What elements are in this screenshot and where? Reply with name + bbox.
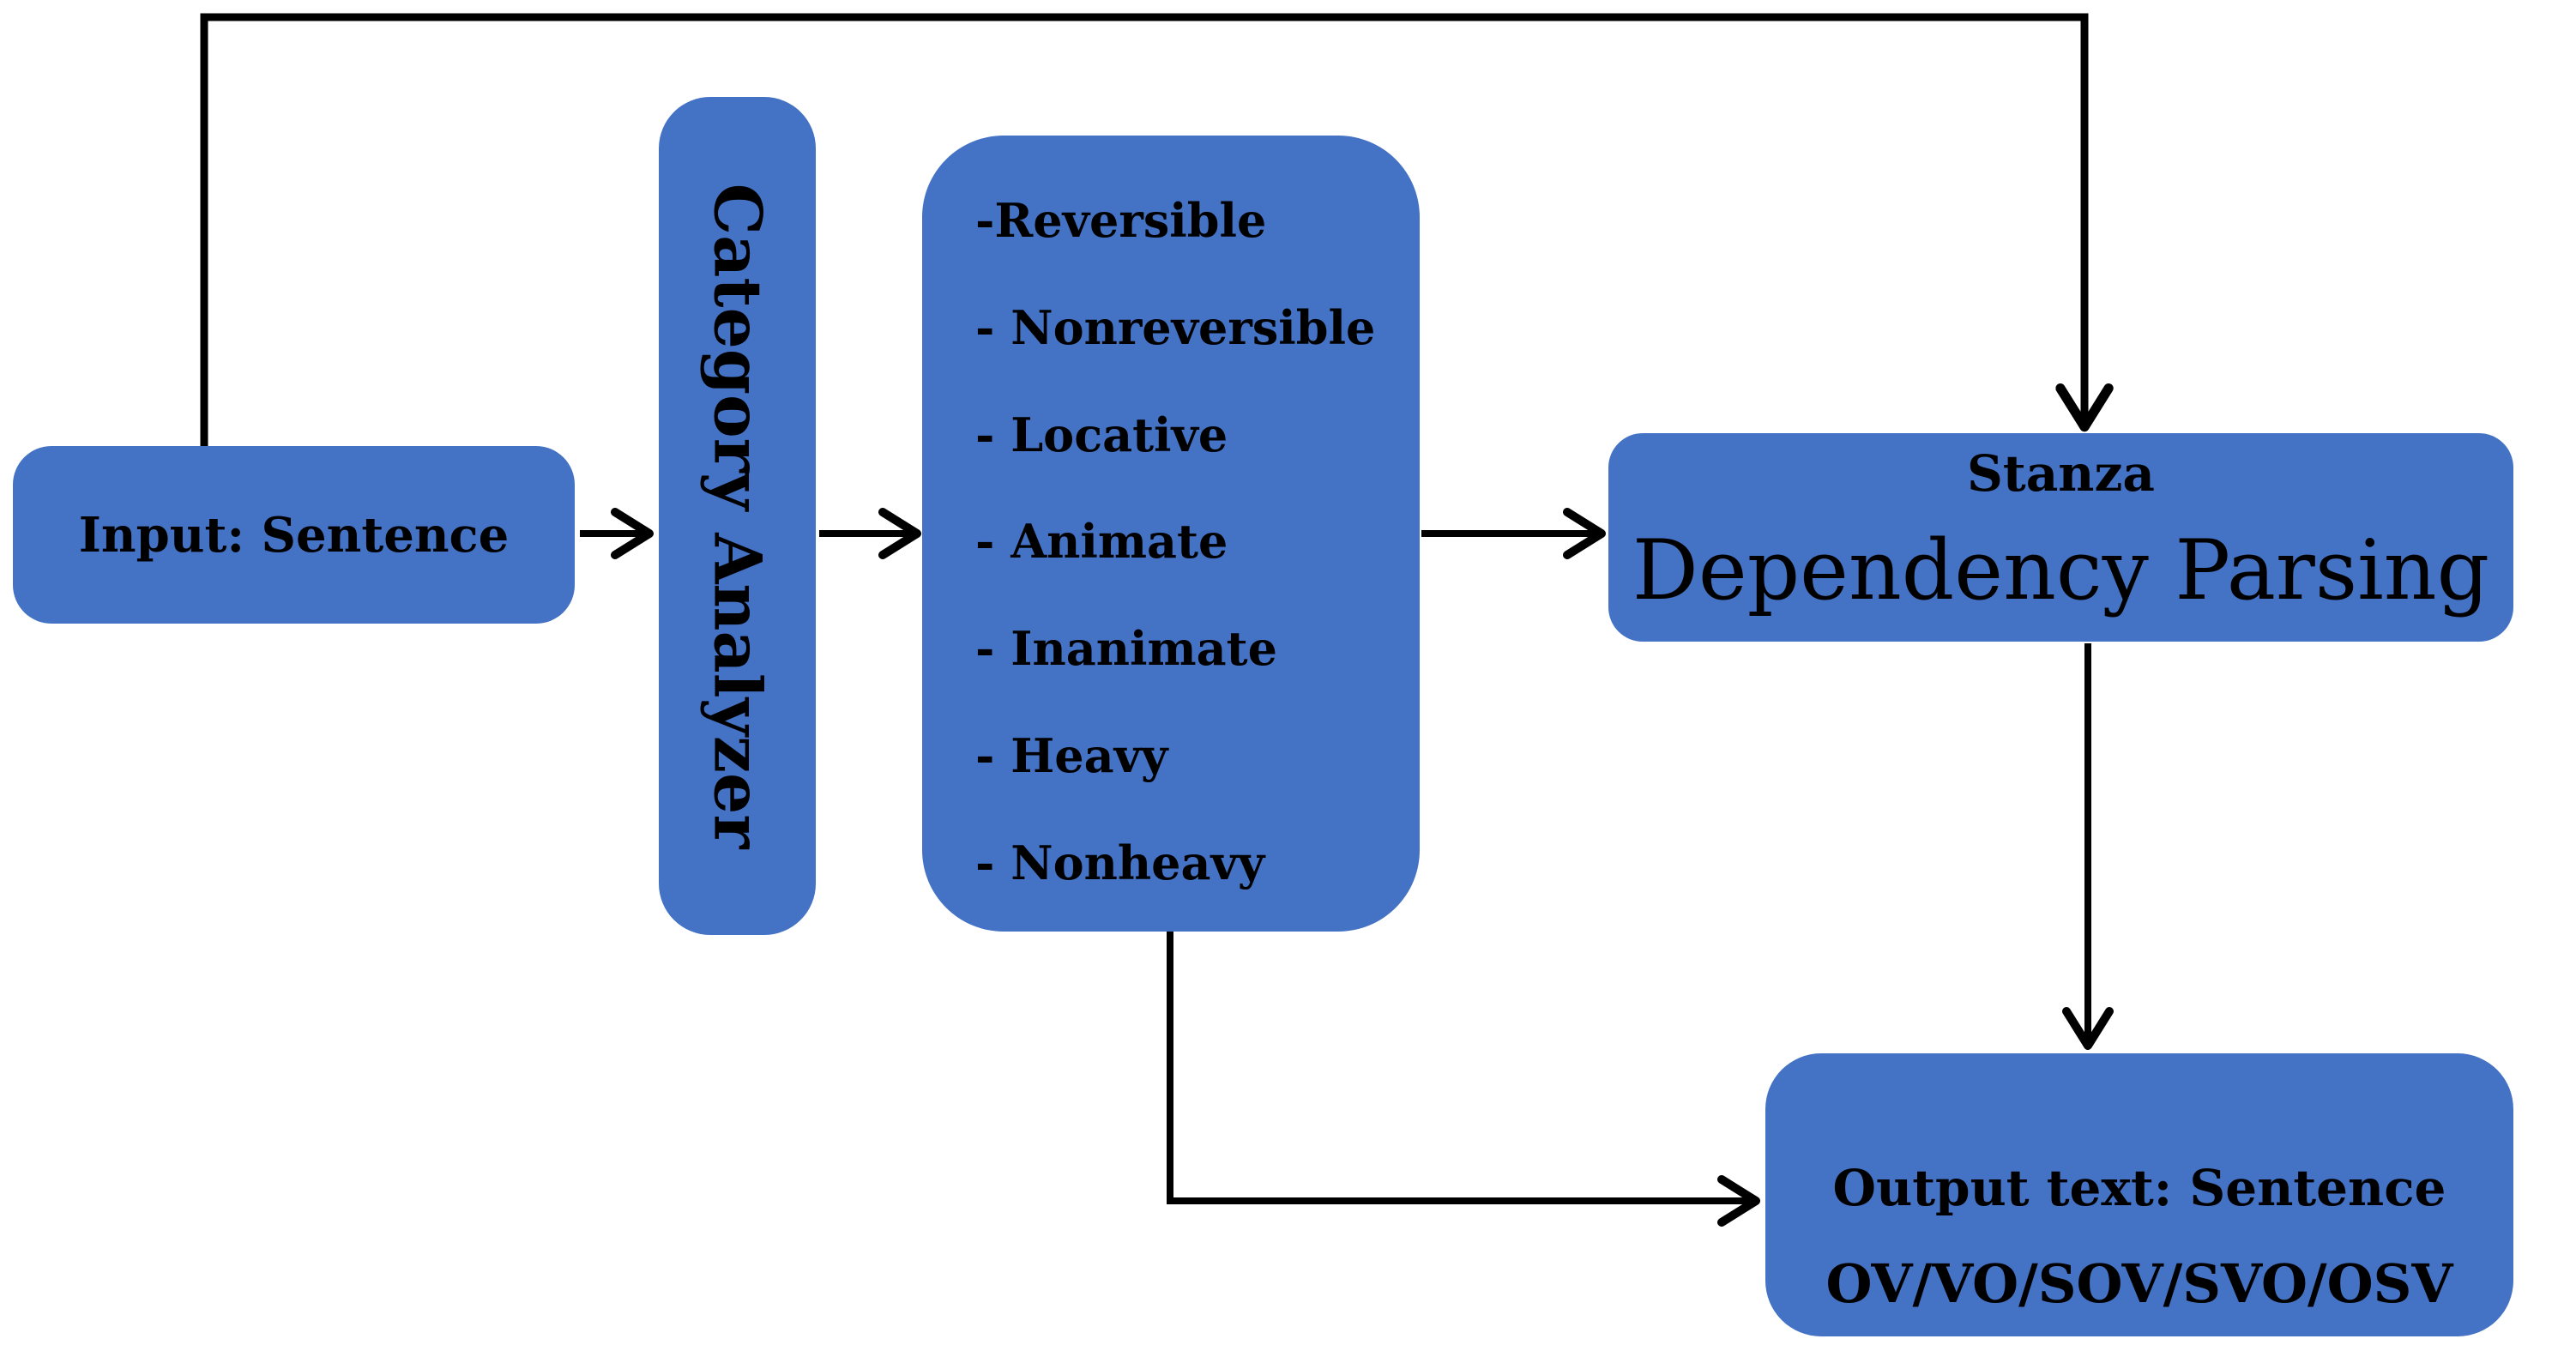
dependency-parsing-subtitle: Dependency Parsing: [1632, 522, 2490, 618]
categories-node: -Reversible - Nonreversible - Locative -…: [922, 136, 1420, 932]
category-item-reversible: -Reversible: [975, 193, 1267, 248]
output-node-label: Output text: Sentence: [1832, 1159, 2446, 1217]
categories-to-output-arrow: [1167, 932, 1760, 1227]
category-item-animate: - Animate: [975, 514, 1228, 570]
input-node: Input: Sentence: [13, 446, 575, 624]
dependency-parsing-title: Stanza: [1967, 444, 2155, 503]
input-to-parsing-feedback-connector: [200, 13, 2114, 446]
input-node-label: Input: Sentence: [78, 506, 510, 564]
output-node: Output text: Sentence OV/VO/SOV/SVO/OSV: [1765, 1053, 2513, 1336]
category-item-nonheavy: - Nonheavy: [975, 835, 1265, 890]
output-node-orders: OV/VO/SOV/SVO/OSV: [1825, 1252, 2453, 1315]
category-item-nonreversible: - Nonreversible: [975, 299, 1376, 355]
category-analyzer-label: Category Analyzer: [699, 183, 776, 849]
dependency-parsing-node: Stanza Dependency Parsing: [1608, 433, 2513, 642]
category-item-heavy: - Heavy: [975, 727, 1168, 783]
category-item-inanimate: - Inanimate: [975, 621, 1277, 677]
category-item-locative: - Locative: [975, 407, 1228, 462]
category-analyzer-node: Category Analyzer: [659, 97, 816, 935]
